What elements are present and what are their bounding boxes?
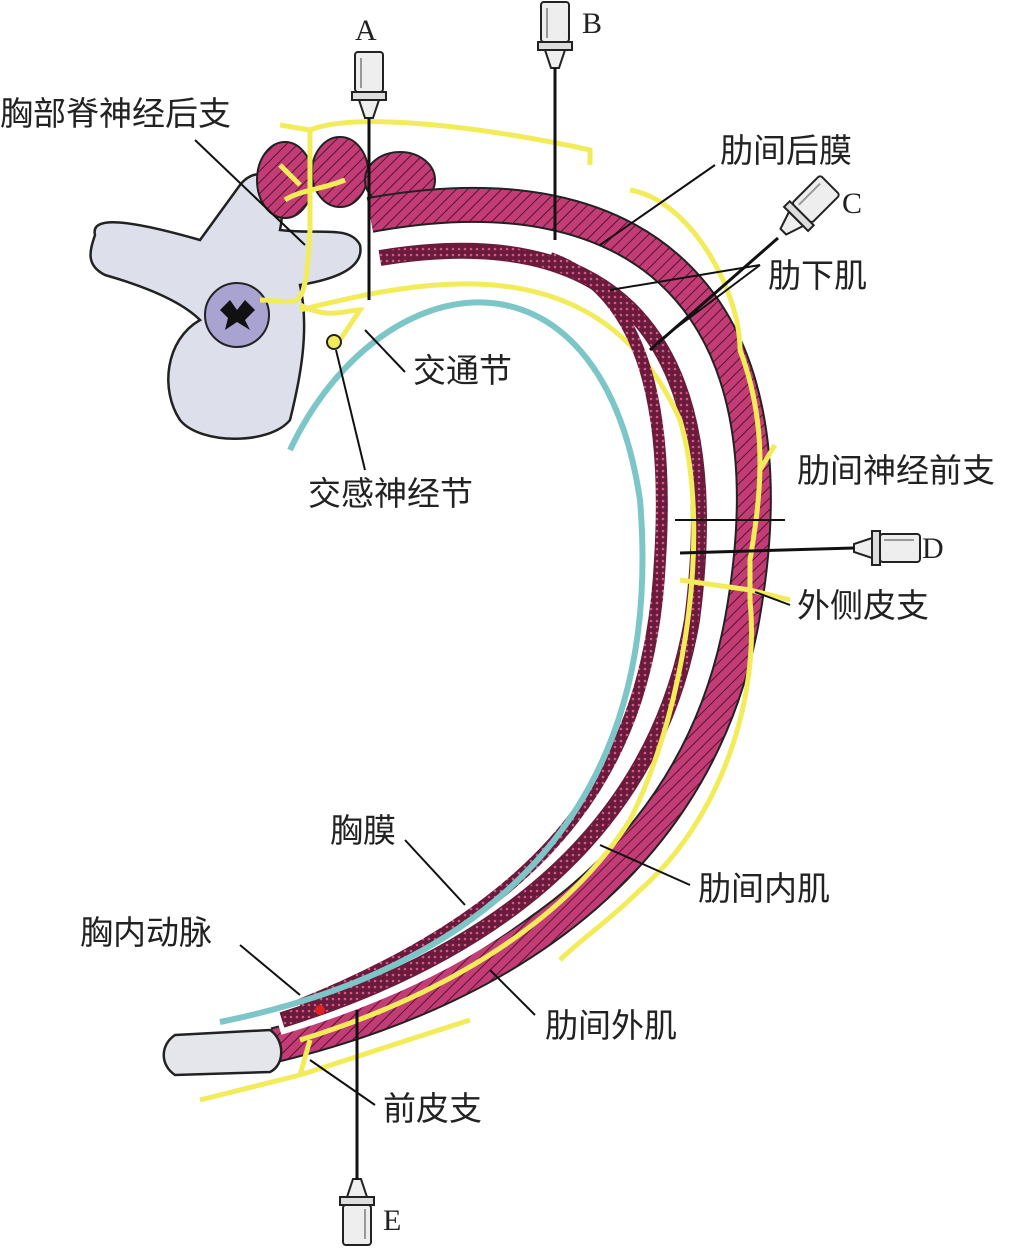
label-external-intercostal: 肋间外肌	[545, 1006, 677, 1045]
label-dorsal-ramus: 胸部脊神经后支	[0, 94, 231, 133]
needle-a	[351, 51, 387, 300]
needle-a-label: A	[355, 14, 377, 47]
needle-c-label: C	[842, 187, 862, 220]
needle-b	[537, 1, 573, 240]
label-internal-intercostal: 肋间内肌	[698, 869, 830, 908]
needle-e-label: E	[383, 1204, 401, 1237]
label-lateral-cutaneous: 外侧皮支	[797, 586, 929, 625]
label-sympathetic-ganglion: 交感神经节	[308, 474, 473, 513]
needle-d-label: D	[922, 532, 944, 565]
innermost-muscle	[297, 252, 668, 1011]
chest-wall	[219, 186, 772, 1063]
label-anterior-branch: 肋间神经前支	[797, 451, 995, 490]
leader-lines	[194, 139, 791, 1106]
needle-b-label: B	[582, 7, 602, 40]
label-subcostal-muscle: 肋下肌	[768, 256, 867, 295]
label-post-intercostal-membrane: 肋间后膜	[720, 131, 852, 170]
nerves	[199, 119, 791, 1103]
needle-e	[339, 1010, 375, 1246]
sympathetic-ganglion-shape	[326, 334, 342, 350]
label-anterior-cutaneous: 前皮支	[383, 1089, 482, 1128]
needle-d	[679, 530, 921, 566]
pleura-line	[219, 299, 646, 1025]
internal-thoracic-artery-dot	[315, 1005, 325, 1015]
vertebra	[89, 173, 362, 440]
intercostal-nerve	[299, 281, 697, 1043]
sternum	[162, 1028, 283, 1077]
label-rami-communicantes: 交通节	[413, 351, 512, 390]
label-pleura: 胸膜	[330, 811, 396, 850]
label-internal-thoracic-artery: 胸内动脉	[80, 913, 212, 952]
